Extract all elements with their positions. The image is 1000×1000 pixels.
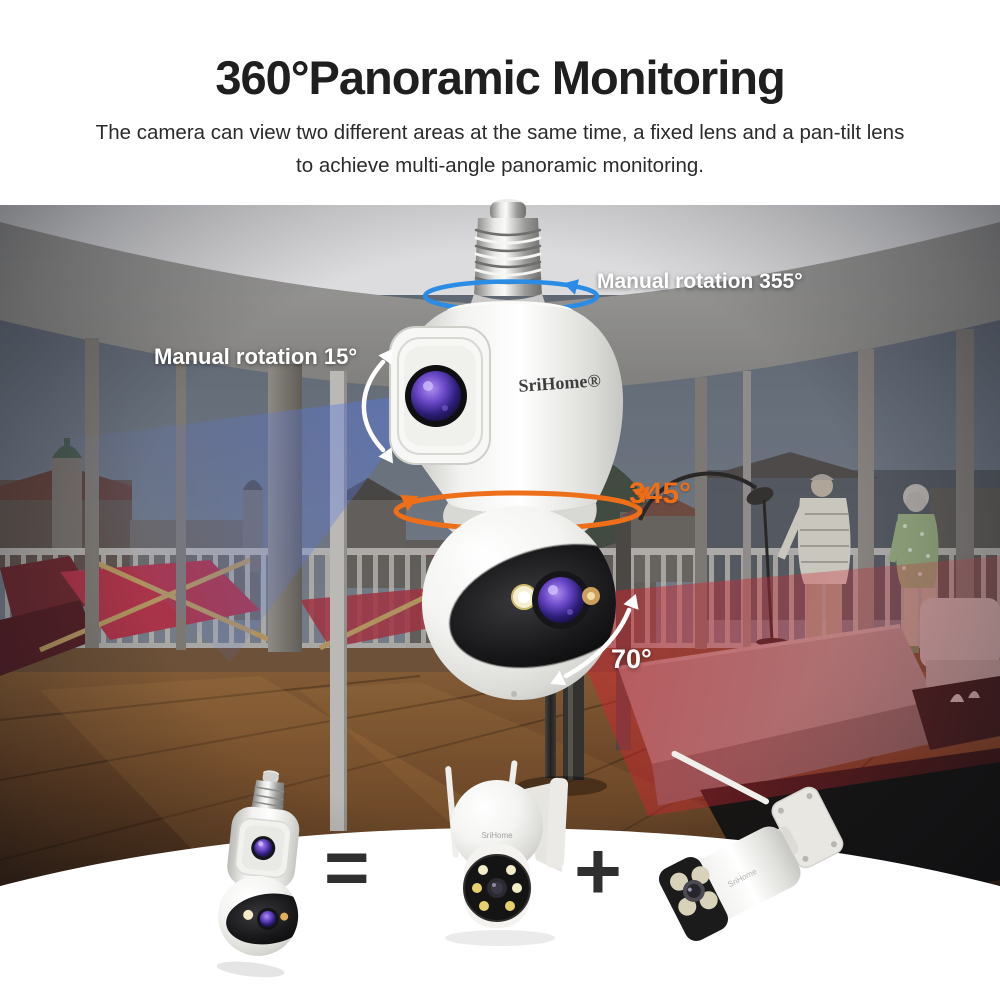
blue-light-beam [0,392,432,662]
bullet-antenna [671,750,770,805]
ptz-logo: SriHome [481,831,513,840]
bullet-camera: SriHome [658,750,844,941]
bulb-camera-product: SriHome® [361,199,651,700]
tilt-70-arrow-icon [550,593,639,686]
rotation-70-label: 70° [611,644,652,674]
page-subtitle: The camera can view two different areas … [0,117,1000,183]
equals-symbol: = [324,823,370,911]
subtitle-line-2: to achieve multi-angle panoramic monitor… [296,153,704,177]
plus-symbol: + [574,826,622,917]
bullet-leds [670,866,718,916]
subtitle-line-1: The camera can view two different areas … [95,121,905,144]
mini-led-white-icon [243,909,254,920]
red-light-beam [556,556,1000,816]
rotation-15-label: Manual rotation 15° [154,344,358,369]
ptz-leds [472,865,522,911]
tilt-15-arrow-icon [361,348,394,464]
rotation-345-label: 345° [629,477,692,510]
fixed-lens-panel [389,326,491,465]
pan-tilt-ball [422,506,616,700]
header: 360°Panoramic Monitoring The camera can … [0,0,1000,200]
dual-lens-bulb-camera [216,770,303,978]
rotation-355-label: Manual rotation 355° [597,270,803,293]
ptz-dome [451,780,543,872]
ptz-dome-camera: SriHome [445,760,569,946]
mini-led-ir-icon [280,912,289,921]
page-title: 360°Panoramic Monitoring [215,51,785,104]
